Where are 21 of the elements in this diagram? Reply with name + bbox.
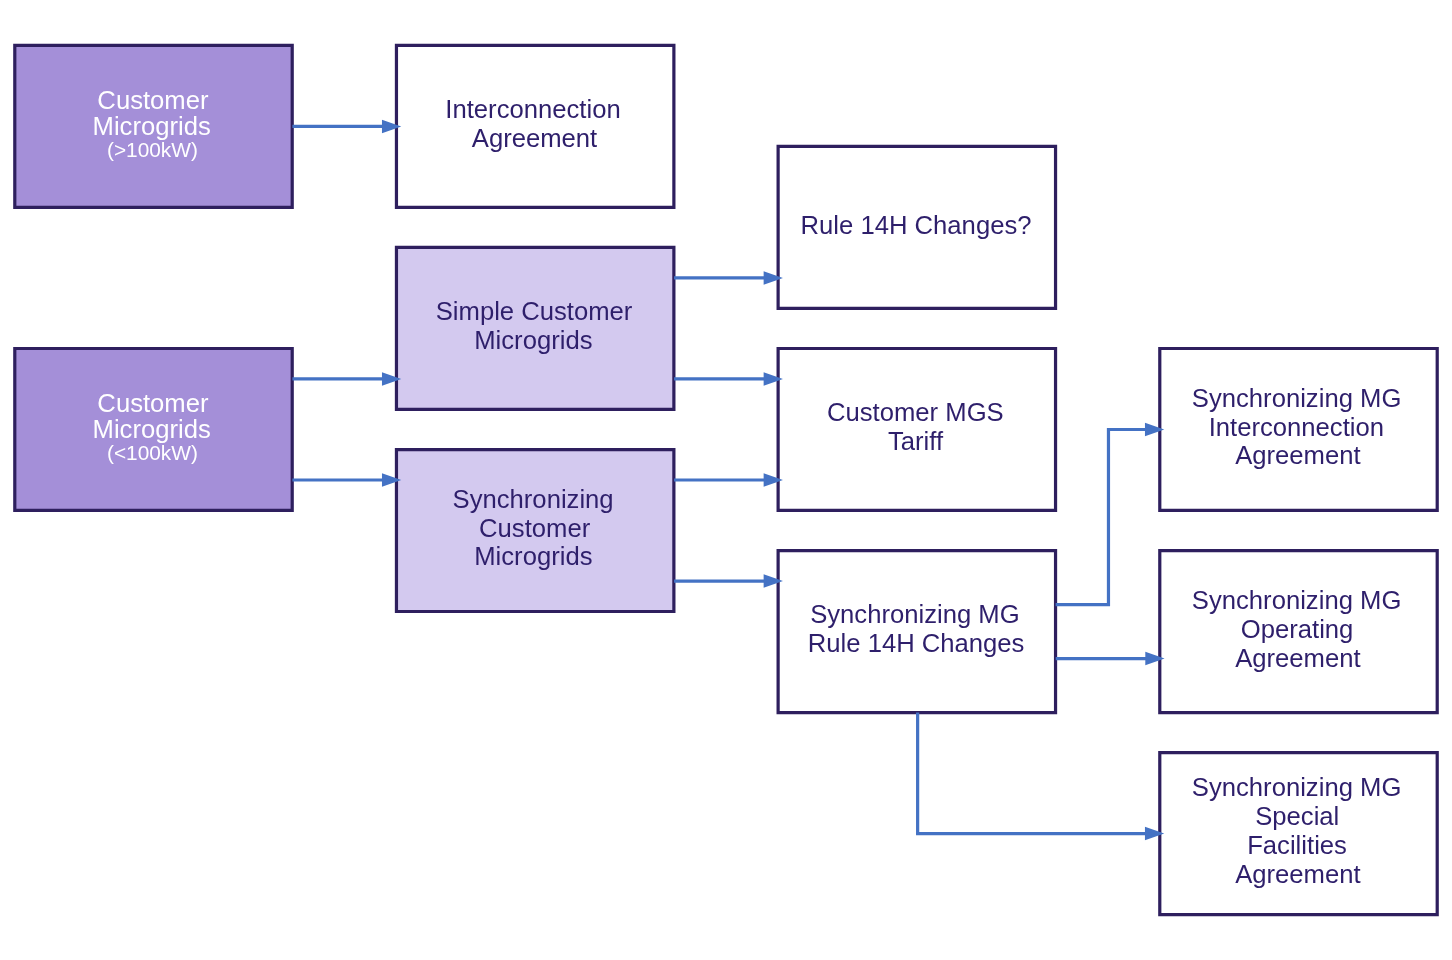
node-box: Interconnection Agreement [394,43,676,209]
node-box: Customer Microgrids (>100kW) [13,43,294,209]
arrow [674,574,783,588]
arrow [674,271,783,285]
arrow [292,473,402,487]
arrow [1055,422,1165,607]
arrow [674,473,783,487]
node-box: Rule 14H Changes? [776,144,1058,310]
node-box: Customer Microgrids (<100kW) [13,346,294,513]
node-box: Synchronizing MG Interconnection Agreement [1158,346,1439,513]
arrow [292,372,402,386]
node-box: Simple Customer Microgrids [394,245,676,412]
node-box: Synchronizing MG Special Facilities Agreement [1158,751,1439,917]
node-box: Synchronizing MG Operating Agreement [1158,548,1439,715]
node-box: Synchronizing MG Rule 14H Changes [776,548,1058,715]
arrow [1055,651,1165,666]
arrow [916,712,1165,841]
arrow [674,372,783,386]
arrow [292,119,402,134]
node-box: Customer MGS Tariff [776,346,1058,513]
node-box: Synchronizing Customer Microgrids [394,447,676,614]
